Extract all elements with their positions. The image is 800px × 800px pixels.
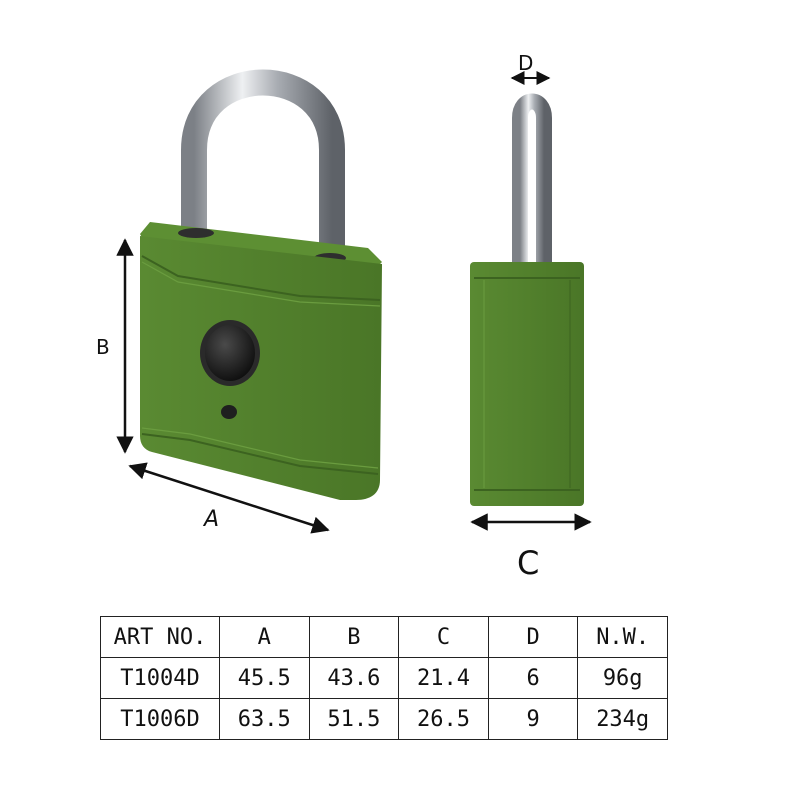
header-c: C bbox=[398, 616, 489, 658]
padlock-side-view bbox=[470, 93, 584, 506]
padlock-dimension-diagram: B A C D bbox=[96, 51, 592, 582]
cell-art-no: T1006D bbox=[100, 698, 220, 740]
cell-art-no: T1004D bbox=[100, 657, 220, 699]
header-d: D bbox=[487, 616, 579, 658]
header-art-no: ART NO. bbox=[100, 616, 220, 658]
charge-port bbox=[221, 405, 237, 419]
cell-d: 6 bbox=[487, 657, 579, 699]
padlock-front-view bbox=[140, 69, 382, 500]
header-nw: N.W. bbox=[577, 616, 668, 658]
dimension-a-label: A bbox=[202, 507, 219, 532]
table-header-row: ART NO. A B C D N.W. bbox=[100, 616, 668, 658]
header-a: A bbox=[219, 616, 310, 658]
dimension-d-label: D bbox=[518, 51, 533, 75]
cell-a: 63.5 bbox=[219, 698, 310, 740]
cell-c: 21.4 bbox=[398, 657, 489, 699]
fingerprint-sensor bbox=[200, 320, 260, 386]
cell-a: 45.5 bbox=[219, 657, 310, 699]
cell-c: 26.5 bbox=[398, 698, 489, 740]
specification-table: ART NO. A B C D N.W. T1004D 45.5 43.6 21… bbox=[100, 616, 668, 740]
dimension-c-label: C bbox=[517, 544, 539, 582]
cell-nw: 96g bbox=[577, 657, 668, 699]
table-row: T1006D 63.5 51.5 26.5 9 234g bbox=[100, 698, 668, 740]
cell-b: 43.6 bbox=[308, 657, 400, 699]
cell-d: 9 bbox=[487, 698, 579, 740]
cell-b: 51.5 bbox=[308, 698, 400, 740]
side-shackle bbox=[512, 93, 552, 264]
header-b: B bbox=[308, 616, 400, 658]
side-lock-body bbox=[470, 262, 584, 506]
shackle bbox=[181, 69, 345, 258]
dimension-b-label: B bbox=[96, 335, 110, 359]
dimension-a-arrow bbox=[128, 462, 330, 534]
lock-body bbox=[140, 236, 382, 500]
table-row: T1004D 45.5 43.6 21.4 6 96g bbox=[100, 657, 668, 699]
cell-nw: 234g bbox=[577, 698, 668, 740]
